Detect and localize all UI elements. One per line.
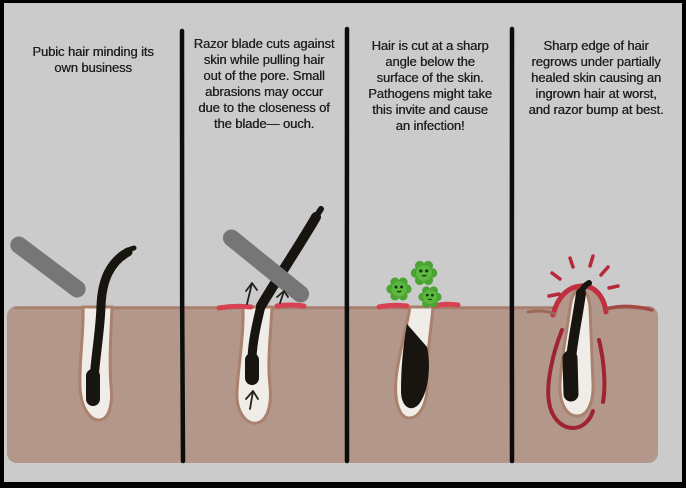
panel-4-caption: Sharp edge of hair regrows under partial… (528, 38, 664, 117)
panel-1-caption: Pubic hair minding its own business (32, 44, 154, 75)
panel-3-caption: Hair is cut at a sharp angle below the s… (368, 38, 492, 133)
panel-2-caption: Razor blade cuts against skin while pull… (193, 36, 335, 131)
